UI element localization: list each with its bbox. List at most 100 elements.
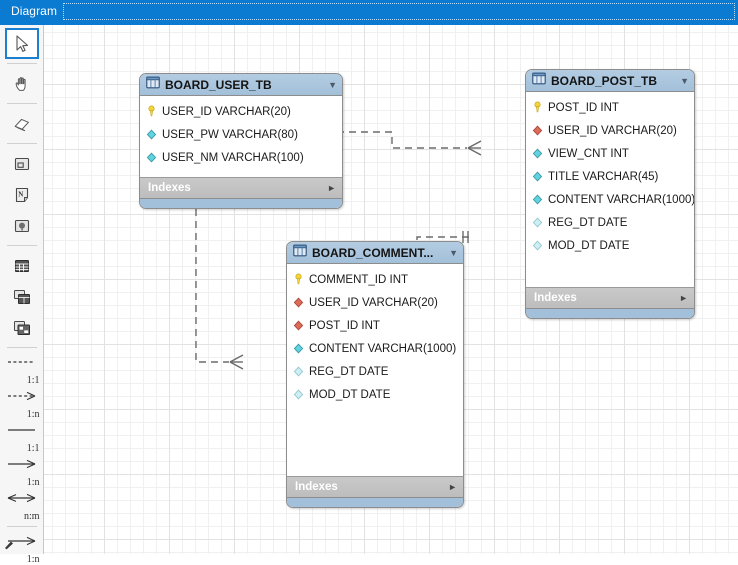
column-key-null-icon: [531, 216, 544, 229]
column-name-label: USER_ID VARCHAR(20): [309, 296, 438, 309]
column-name-label: VIEW_CNT INT: [548, 147, 629, 160]
entity-column[interactable]: USER_NM VARCHAR(100): [140, 146, 342, 169]
title-bar-focus-outline: [63, 3, 735, 20]
relation-identifying-1-n-tool[interactable]: 1:n: [2, 454, 42, 488]
relation-tool-label: 1:n: [26, 477, 40, 488]
entity-column[interactable]: POST_ID INT: [287, 314, 463, 337]
entity-column[interactable]: USER_ID VARCHAR(20): [287, 291, 463, 314]
toolbar-separator: [6, 526, 37, 527]
place-routine-tool[interactable]: [5, 312, 39, 343]
relation-tool-label: 1:1: [26, 375, 40, 386]
entity-header[interactable]: BOARD_POST_TB ▼: [526, 70, 694, 92]
entity-columns-list: COMMENT_ID INT USER_ID VARCHAR(20) POST_ID…: [287, 264, 463, 476]
routine-group-icon: [12, 318, 32, 338]
diagram-canvas[interactable]: BOARD_USER_TB ▼ USER_ID VARCHAR(20) USER_PW…: [44, 25, 738, 554]
place-entity-tool[interactable]: [5, 148, 39, 179]
entity-title-label: BOARD_USER_TB: [165, 77, 272, 92]
toolbar-separator: [6, 63, 37, 64]
column-key-pk-icon: [292, 273, 305, 286]
relation-tool-label: n:m: [23, 511, 40, 522]
column-key-null-icon: [292, 388, 305, 401]
entity-column[interactable]: TITLE VARCHAR(45): [526, 165, 694, 188]
entity-header[interactable]: BOARD_COMMENT... ▼: [287, 242, 463, 264]
toolbar-separator: [6, 103, 37, 104]
chevron-down-icon[interactable]: ▼: [328, 79, 337, 90]
place-note-tool[interactable]: N: [5, 179, 39, 210]
entity-indexes-section[interactable]: Indexes►: [526, 287, 694, 308]
column-key-notnull-icon: [292, 342, 305, 355]
column-name-label: TITLE VARCHAR(45): [548, 170, 659, 183]
relation-n-m-tool[interactable]: n:m: [2, 488, 42, 522]
entity-title-label: BOARD_POST_TB: [551, 73, 658, 88]
entity-column[interactable]: POST_ID INT: [526, 96, 694, 119]
grid-table-icon: [12, 256, 32, 276]
toolbar-separator: [6, 143, 37, 144]
chevron-right-icon[interactable]: ►: [679, 293, 688, 303]
column-name-label: MOD_DT DATE: [309, 388, 391, 401]
column-key-fk-icon: [292, 296, 305, 309]
place-view-tool[interactable]: [5, 281, 39, 312]
column-key-notnull-icon: [531, 147, 544, 160]
column-key-notnull-icon: [531, 193, 544, 206]
chevron-down-icon[interactable]: ▼: [680, 75, 689, 86]
relation-nonidentifying-1-n-tool[interactable]: 1:n: [2, 386, 42, 420]
entity-table-icon: [532, 72, 546, 90]
chevron-right-icon[interactable]: ►: [327, 183, 336, 193]
column-key-notnull-icon: [145, 128, 158, 141]
entity-bottom-strip: [526, 308, 694, 318]
column-name-label: USER_NM VARCHAR(100): [162, 151, 304, 164]
column-key-fk-icon: [292, 319, 305, 332]
cardinality-one-marker: [462, 231, 469, 243]
place-image-tool[interactable]: [5, 210, 39, 241]
entity-header[interactable]: BOARD_USER_TB ▼: [140, 74, 342, 96]
select-pointer-tool[interactable]: [4, 28, 39, 59]
entity-board-user-tb[interactable]: BOARD_USER_TB ▼ USER_ID VARCHAR(20) USER_PW…: [139, 73, 343, 209]
entity-column[interactable]: USER_PW VARCHAR(80): [140, 123, 342, 146]
indexes-label: Indexes: [295, 481, 338, 493]
column-key-fk-icon: [531, 124, 544, 137]
entity-bottom-strip: [287, 497, 463, 507]
column-key-null-icon: [292, 365, 305, 378]
column-key-notnull-icon: [145, 151, 158, 164]
column-name-label: COMMENT_ID INT: [309, 273, 409, 286]
entity-column[interactable]: COMMENT_ID INT: [287, 268, 463, 291]
entity-board-comment-tb[interactable]: BOARD_COMMENT... ▼ COMMENT_ID INT USER_ID V…: [286, 241, 464, 508]
eraser-tool[interactable]: [5, 108, 39, 139]
chevron-down-icon[interactable]: ▼: [449, 247, 458, 258]
place-table-tool[interactable]: [5, 250, 39, 281]
relation-tool-label: 1:1: [26, 443, 40, 454]
column-name-label: REG_DT DATE: [309, 365, 389, 378]
entity-column[interactable]: VIEW_CNT INT: [526, 142, 694, 165]
eraser-icon: [12, 114, 32, 134]
hand-pan-tool[interactable]: [5, 68, 39, 99]
relationship-user-to-comment[interactable]: [195, 197, 229, 363]
column-name-label: POST_ID INT: [309, 319, 380, 332]
entity-column[interactable]: CONTENT VARCHAR(1000): [526, 188, 694, 211]
column-name-label: USER_ID VARCHAR(20): [162, 105, 291, 118]
relationship-user-to-post[interactable]: [301, 131, 467, 149]
entity-title-label: BOARD_COMMENT...: [312, 245, 434, 260]
stacked-tables-icon: [12, 287, 32, 307]
entity-column[interactable]: MOD_DT DATE: [287, 383, 463, 406]
entity-indexes-section[interactable]: Indexes►: [140, 177, 342, 198]
column-key-null-icon: [531, 239, 544, 252]
relation-pick-columns-tool[interactable]: 1:n: [2, 531, 42, 565]
entity-column[interactable]: MOD_DT DATE: [526, 234, 694, 257]
window-title-label: Diagram: [11, 4, 58, 18]
entity-column[interactable]: REG_DT DATE: [287, 360, 463, 383]
column-name-label: USER_PW VARCHAR(80): [162, 128, 298, 141]
entity-table-icon: [12, 154, 32, 174]
relation-nonidentifying-1-1-tool[interactable]: 1:1: [2, 352, 42, 386]
chevron-right-icon[interactable]: ►: [448, 482, 457, 492]
entity-column[interactable]: USER_ID VARCHAR(20): [140, 100, 342, 123]
entity-column[interactable]: REG_DT DATE: [526, 211, 694, 234]
column-name-label: REG_DT DATE: [548, 216, 628, 229]
entity-column[interactable]: USER_ID VARCHAR(20): [526, 119, 694, 142]
relation-identifying-1-1-tool[interactable]: 1:1: [2, 420, 42, 454]
entity-table-icon: [293, 244, 307, 262]
entity-column[interactable]: CONTENT VARCHAR(1000): [287, 337, 463, 360]
entity-indexes-section[interactable]: Indexes ►: [287, 476, 463, 497]
